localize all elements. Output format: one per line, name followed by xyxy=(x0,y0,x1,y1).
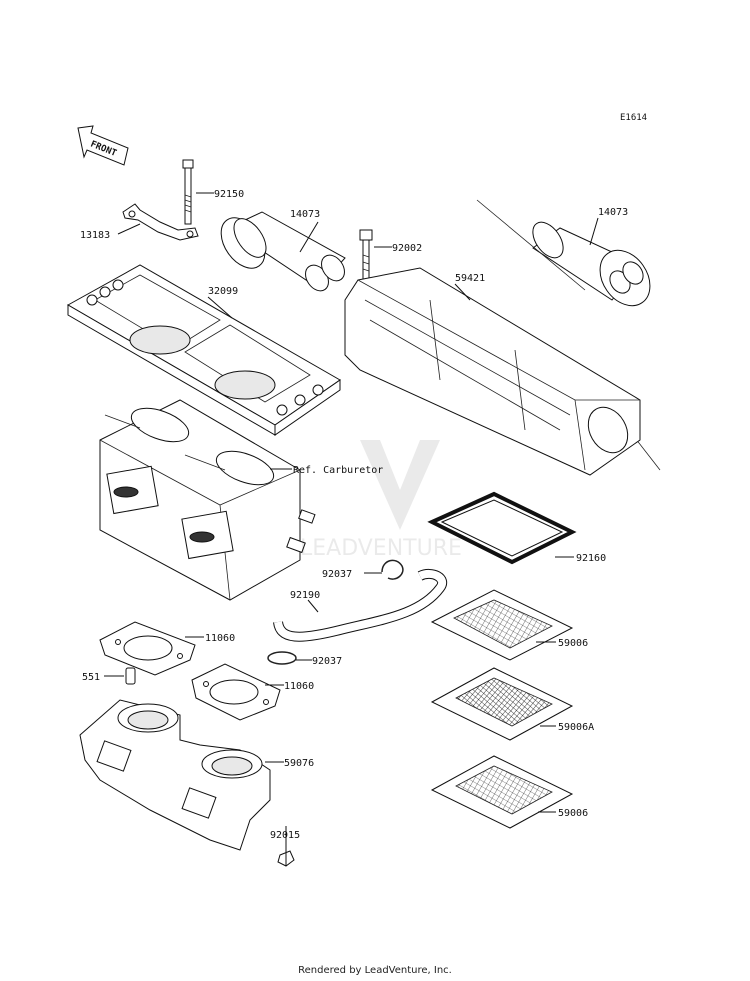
intake-tube-14073-left xyxy=(220,211,346,292)
screen-59006-top xyxy=(430,589,574,661)
gasket-11060-lower xyxy=(191,663,281,721)
label-59006A: 59006A xyxy=(558,722,594,733)
label-ref-carburetor: Ref. Carburetor xyxy=(293,465,383,476)
label-92015: 92015 xyxy=(270,830,300,841)
label-13183: 13183 xyxy=(80,230,110,241)
front-arrow-icon: FRONT xyxy=(77,125,129,166)
label-92160: 92160 xyxy=(576,553,606,564)
clamp-92037-lower xyxy=(267,651,297,665)
screen-59006-bottom xyxy=(430,755,574,829)
label-59076: 59076 xyxy=(284,758,314,769)
carburetor-assembly xyxy=(99,399,316,601)
pin-551 xyxy=(125,667,136,685)
label-59006-bottom: 59006 xyxy=(558,808,588,819)
label-92190: 92190 xyxy=(290,590,320,601)
label-11060-upper: 11060 xyxy=(205,633,235,644)
base-plate-32099 xyxy=(66,264,341,436)
intake-tube-14073-right xyxy=(532,221,651,307)
footer-credit: Rendered by LeadVenture, Inc. xyxy=(298,965,452,976)
air-box-59421 xyxy=(344,267,641,476)
screen-59006A xyxy=(430,667,574,741)
label-59006-top: 59006 xyxy=(558,638,588,649)
gasket-92160 xyxy=(427,491,577,565)
label-59421: 59421 xyxy=(455,273,485,284)
watermark-text: LEADVENTURE xyxy=(300,536,462,560)
bolt-92002 xyxy=(359,229,373,281)
label-92037-upper: 92037 xyxy=(322,569,352,580)
label-92037-lower: 92037 xyxy=(312,656,342,667)
label-92150: 92150 xyxy=(214,189,244,200)
label-32099: 32099 xyxy=(208,286,238,297)
label-92002: 92002 xyxy=(392,243,422,254)
label-14073-right: 14073 xyxy=(598,207,628,218)
figure-id: E1614 xyxy=(620,113,647,123)
clamp-92037-upper xyxy=(381,559,404,580)
watermark-logo: LEADVENTURE xyxy=(300,440,462,560)
label-551: 551 xyxy=(82,672,100,683)
hose-92190 xyxy=(273,568,447,642)
manifold-59076 xyxy=(79,699,271,851)
bolt-92150 xyxy=(182,159,194,225)
label-11060-lower: 11060 xyxy=(284,681,314,692)
bracket-13183 xyxy=(122,203,199,241)
label-14073-left: 14073 xyxy=(290,209,320,220)
gasket-11060-upper xyxy=(99,621,196,676)
